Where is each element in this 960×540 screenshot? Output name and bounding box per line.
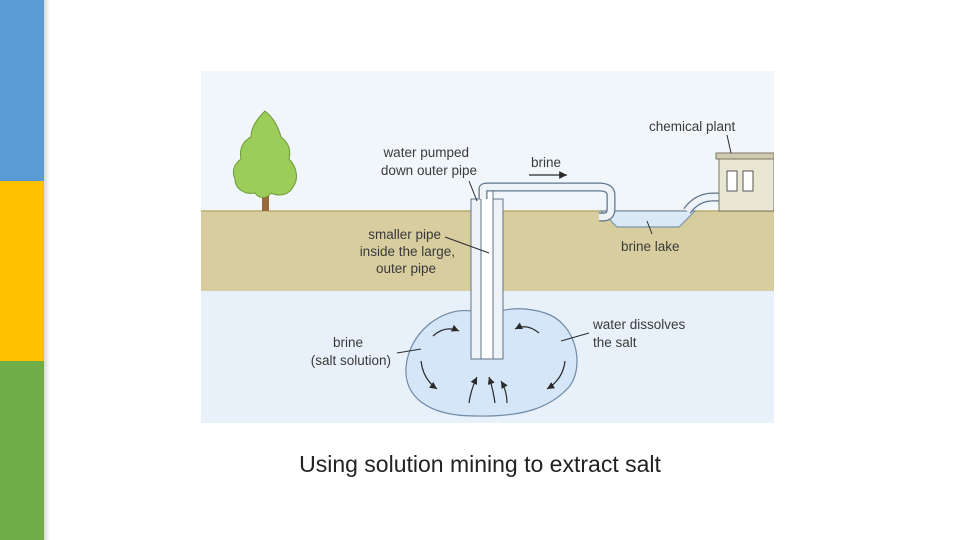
flow-arrow — [420, 360, 438, 390]
tree — [232, 110, 297, 211]
flow-arrow — [546, 360, 566, 390]
brine-lake — [599, 210, 697, 228]
label-water-dissolves: water dissolves — [592, 317, 686, 332]
side-accent-shadow — [44, 0, 50, 540]
label-brine-lake: brine lake — [621, 239, 680, 254]
flow-arrow — [468, 376, 478, 404]
label-smaller-pipe-3: outer pipe — [376, 261, 436, 276]
side-accent-yellow — [0, 181, 44, 361]
label-chemical-plant: chemical plant — [649, 119, 736, 134]
flow-arrow — [500, 380, 508, 404]
flow-arrow — [487, 376, 496, 404]
leader-line — [444, 236, 490, 254]
inner-pipe — [480, 188, 494, 360]
pipe-system — [470, 182, 721, 360]
label-water-dissolves-2: the salt — [593, 335, 637, 350]
flow-arrows — [420, 322, 566, 404]
label-smaller-pipe-2: inside the large, — [360, 244, 455, 259]
label-smaller-pipe: smaller pipe — [368, 227, 441, 242]
label-water-pumped: water pumped — [382, 145, 469, 160]
flow-arrow — [432, 324, 460, 337]
leader-line — [646, 220, 653, 235]
label-brine-cavity-2: (salt solution) — [311, 353, 391, 368]
side-accent-blue — [0, 0, 44, 181]
leader-line — [396, 348, 422, 354]
plant-window — [742, 170, 754, 192]
chemical-plant-building — [715, 152, 774, 212]
flow-arrow — [514, 322, 540, 334]
leader-line — [468, 180, 478, 202]
side-accent-green — [0, 361, 44, 540]
label-brine-flow: brine — [531, 155, 561, 170]
leader-lines — [396, 134, 732, 354]
diagram-caption: Using solution mining to extract salt — [299, 451, 661, 477]
label-water-pumped-2: down outer pipe — [381, 163, 477, 178]
plant-window — [726, 170, 738, 192]
leader-line — [726, 134, 732, 154]
label-brine-cavity: brine — [333, 335, 363, 350]
tree-canopy — [232, 110, 297, 198]
tree-trunk — [262, 187, 269, 211]
leader-line — [560, 332, 590, 342]
solution-mining-diagram: water pumped down outer pipe brine chemi… — [201, 71, 774, 423]
